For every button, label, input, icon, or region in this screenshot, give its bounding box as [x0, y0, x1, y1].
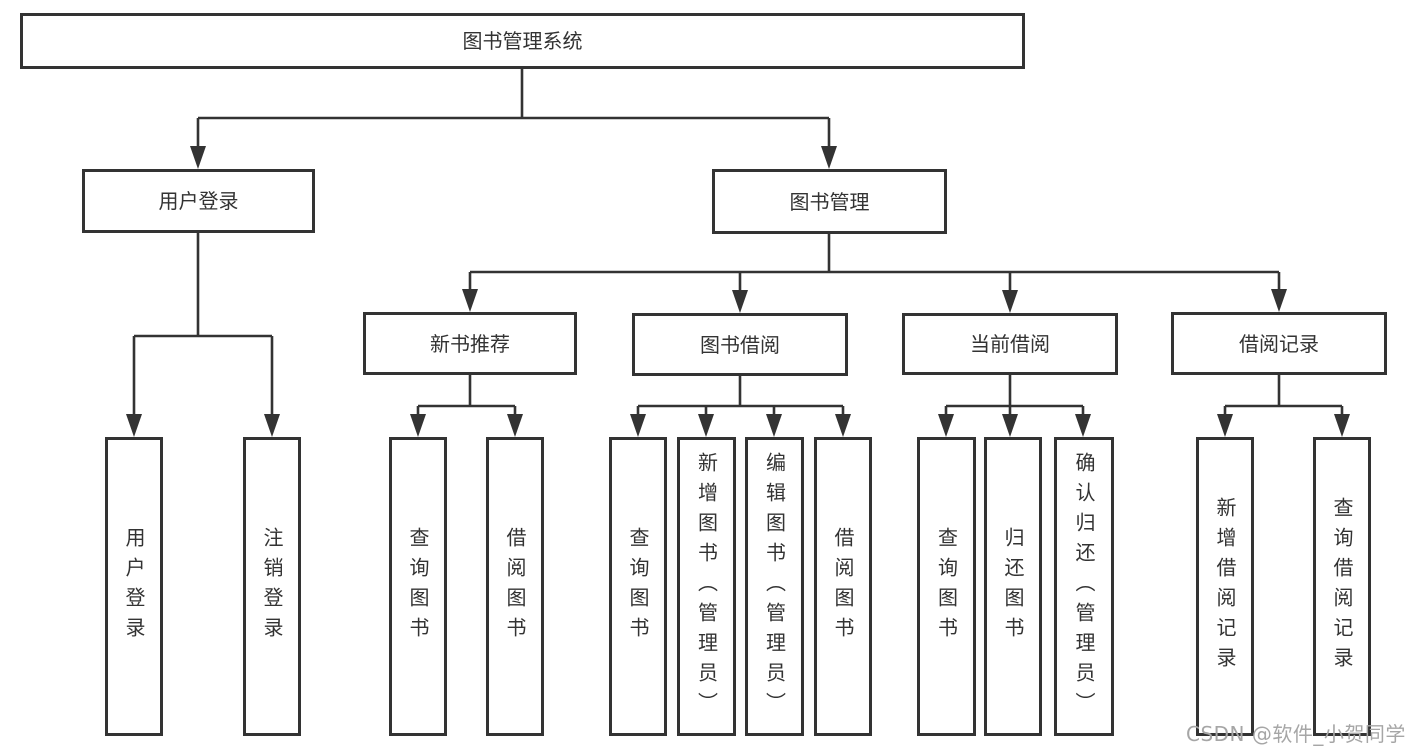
arrowhead-icon	[507, 414, 523, 437]
node-library-management-system: 图书管理系统	[20, 13, 1025, 69]
arrowhead-icon	[938, 414, 954, 437]
arrowhead-icon	[462, 289, 478, 312]
node-borrowing-records: 借阅记录	[1171, 312, 1387, 375]
arrowhead-icon	[126, 414, 142, 437]
leaf-borrow-books: 借阅图书	[814, 437, 872, 736]
node-new-book-recommendation: 新书推荐	[363, 312, 577, 375]
arrowhead-icon	[1334, 414, 1350, 437]
leaf-return-books: 归还图书	[984, 437, 1042, 736]
arrowhead-icon	[835, 414, 851, 437]
arrowhead-icon	[1075, 414, 1091, 437]
arrowhead-icon	[1002, 414, 1018, 437]
leaf-query-borrow-record: 查询借阅记录	[1313, 437, 1371, 736]
arrowhead-icon	[1002, 290, 1018, 313]
arrowhead-icon	[410, 414, 426, 437]
arrowhead-icon	[264, 414, 280, 437]
node-book-management: 图书管理	[712, 169, 947, 234]
arrowhead-icon	[698, 414, 714, 437]
arrowhead-icon	[1217, 414, 1233, 437]
leaf-confirm-return-admin: 确认归还（管理员）	[1054, 437, 1114, 736]
arrowhead-icon	[766, 414, 782, 437]
node-user-login: 用户登录	[82, 169, 315, 233]
leaf-query-books-current: 查询图书	[917, 437, 976, 736]
arrowhead-icon	[732, 290, 748, 313]
leaf-query-books-recommend: 查询图书	[389, 437, 447, 736]
leaf-user-login: 用户登录	[105, 437, 163, 736]
leaf-borrow-books-recommend: 借阅图书	[486, 437, 544, 736]
csdn-watermark: CSDN @软件_小贺同学	[1186, 722, 1405, 746]
leaf-add-book-admin: 新增图书（管理员）	[677, 437, 736, 736]
arrowhead-icon	[190, 146, 206, 169]
node-current-borrowing: 当前借阅	[902, 313, 1118, 375]
leaf-query-books-borrow: 查询图书	[609, 437, 667, 736]
node-book-borrowing: 图书借阅	[632, 313, 848, 376]
arrowhead-icon	[821, 146, 837, 169]
arrowhead-icon	[630, 414, 646, 437]
leaf-edit-book-admin: 编辑图书（管理员）	[745, 437, 804, 736]
leaf-add-borrow-record: 新增借阅记录	[1196, 437, 1254, 736]
leaf-logout: 注销登录	[243, 437, 301, 736]
arrowhead-icon	[1271, 289, 1287, 312]
